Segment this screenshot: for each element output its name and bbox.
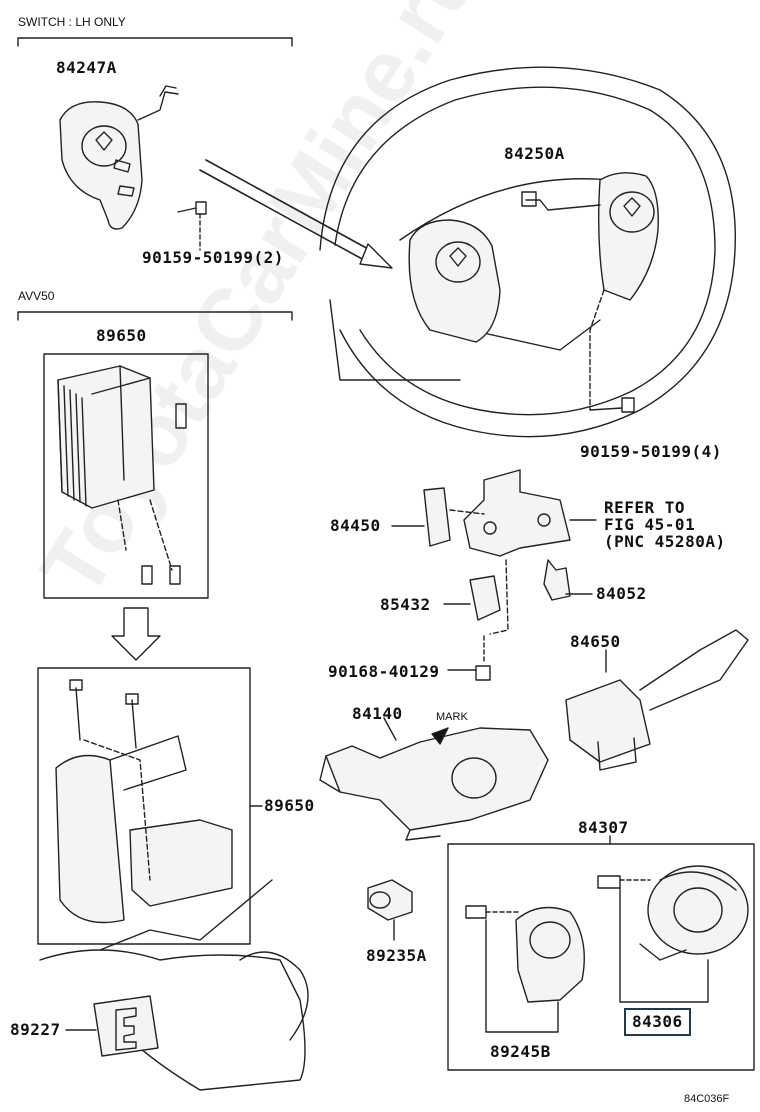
- part-label-84250a: 84250A: [504, 144, 565, 163]
- steering-column-drawing: [39, 879, 309, 1091]
- avv-section-note: AVV50: [18, 289, 55, 303]
- part-label-84052: 84052: [596, 584, 647, 603]
- part-label-84306: 84306: [624, 1008, 691, 1036]
- part-label-89245b: 89245B: [490, 1042, 551, 1061]
- part-label-89235a: 89235A: [366, 946, 427, 965]
- avv-89650-box-top: [43, 353, 209, 599]
- switch-section-bracket: [17, 37, 293, 47]
- down-arrow: [111, 607, 161, 661]
- spiral-cable-84306-drawing: [597, 865, 749, 961]
- pointer-arrow: [199, 159, 393, 269]
- refer-line-2: FIG 45-01: [604, 515, 696, 534]
- switch-section-note: SWITCH : LH ONLY: [18, 15, 126, 29]
- mark-label: MARK: [436, 711, 468, 723]
- part-label-84450: 84450: [330, 516, 381, 535]
- leader-84140: [383, 717, 397, 741]
- bracket-84306: [619, 887, 709, 1003]
- switch-84247a-drawing: [59, 85, 179, 230]
- part-label-89650-top: 89650: [96, 326, 147, 345]
- sensor-89245b-drawing: [465, 905, 585, 1003]
- mark-arrow: [431, 727, 449, 745]
- lever-84650-drawing: [565, 629, 749, 771]
- bolt-2-drawing: [177, 201, 207, 251]
- steering-wheel-drawing: [319, 66, 736, 438]
- bracket-assembly-drawing: [423, 469, 597, 681]
- ecu-89650-bottom-drawing: [55, 679, 233, 924]
- part-label-85432: 85432: [380, 595, 431, 614]
- part-label-84650: 84650: [570, 632, 621, 651]
- part-label-84307: 84307: [578, 818, 629, 837]
- avv-section-bracket: [17, 311, 293, 321]
- sensor-89227-drawing: [93, 995, 159, 1057]
- connector-89235a-drawing: [367, 879, 413, 921]
- figure-code: 84C036F: [684, 1093, 730, 1105]
- part-label-89227: 89227: [10, 1020, 61, 1039]
- bracket-89245b: [485, 919, 559, 1033]
- part-label-84247a: 84247A: [56, 58, 117, 77]
- part-label-bolt-2: 90159-50199(2): [142, 248, 284, 267]
- switch-84140-drawing: [319, 727, 549, 841]
- part-label-89650-side: 89650: [264, 796, 315, 815]
- assembly-84307-box: [447, 843, 755, 1071]
- refer-line-1: REFER TO: [604, 498, 686, 517]
- refer-line-3: (PNC 45280A): [604, 532, 726, 551]
- part-label-84140: 84140: [352, 704, 403, 723]
- part-label-90168: 90168-40129: [328, 662, 440, 681]
- ecu-89650-top-drawing: [57, 365, 187, 585]
- part-label-bolt-4: 90159-50199(4): [580, 442, 722, 461]
